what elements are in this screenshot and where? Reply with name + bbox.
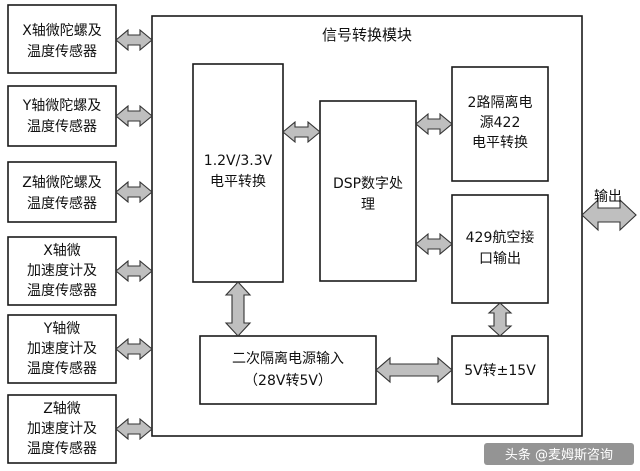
double-arrow-output bbox=[581, 198, 637, 232]
level-convert-line1: 1.2V/3.3V bbox=[204, 153, 273, 169]
double-arrow-x-gyro bbox=[115, 28, 153, 52]
sensor-x-accel-line3: 温度传感器 bbox=[27, 282, 97, 299]
level-convert-box: 1.2V/3.3V 电平转换 bbox=[192, 63, 284, 283]
double-arrow-y-accel bbox=[115, 337, 153, 361]
secondary-psu-box: 二次隔离电源输入 （28V转5V） bbox=[199, 335, 377, 405]
sensor-y-accel-line1: Y轴微 bbox=[43, 321, 81, 337]
sensor-z-gyro-line2: 温度传感器 bbox=[27, 195, 97, 212]
sensor-box-z-accel: Z轴微 加速度计及 温度传感器 bbox=[7, 394, 117, 464]
isolated-422-line3: 电平转换 bbox=[472, 134, 528, 151]
dsp-line2: 理 bbox=[361, 197, 375, 213]
sensor-x-gyro-line1: X轴微陀螺及 bbox=[22, 23, 102, 39]
double-arrow-level-dsp bbox=[282, 120, 321, 144]
secondary-psu-line1: 二次隔离电源输入 bbox=[232, 350, 344, 367]
sensor-y-accel-line3: 温度传感器 bbox=[27, 360, 97, 377]
sensor-z-accel-line2: 加速度计及 bbox=[27, 421, 97, 437]
sensor-box-x-gyro: X轴微陀螺及 温度传感器 bbox=[7, 4, 117, 74]
sensor-z-gyro-line1: Z轴微陀螺及 bbox=[22, 175, 102, 191]
sensor-box-y-accel: Y轴微 加速度计及 温度传感器 bbox=[7, 314, 117, 384]
isolated-422-line1: 2路隔离电 bbox=[468, 94, 533, 111]
watermark: 头条 @麦姆斯咨询 bbox=[484, 443, 634, 465]
arrows bbox=[115, 28, 637, 441]
secondary-psu-line2: （28V转5V） bbox=[244, 373, 332, 389]
sensor-box-x-accel: X轴微 加速度计及 温度传感器 bbox=[7, 236, 117, 306]
sensor-box-y-gyro: Y轴微陀螺及 温度传感器 bbox=[7, 85, 117, 147]
dc-5v-15v-box: 5V转±15V bbox=[451, 335, 549, 405]
isolated-422-box: 2路隔离电 源422 电平转换 bbox=[451, 66, 549, 182]
sensor-box-z-gyro: Z轴微陀螺及 温度传感器 bbox=[7, 161, 117, 223]
dsp-box: DSP数字处 理 bbox=[319, 100, 417, 282]
sensor-x-accel-line2: 加速度计及 bbox=[27, 263, 97, 279]
output-label: 输出 bbox=[594, 189, 622, 205]
double-arrow-dsp-429 bbox=[415, 232, 453, 256]
double-arrow-psu-5v bbox=[375, 356, 453, 384]
module-title: 信号转换模块 bbox=[322, 26, 412, 44]
sensor-x-gyro-line2: 温度传感器 bbox=[27, 43, 97, 60]
double-arrow-z-gyro bbox=[115, 180, 153, 204]
double-arrow-429-5v bbox=[487, 302, 513, 337]
sensor-x-accel-line1: X轴微 bbox=[43, 243, 81, 259]
arinc429-box: 429航空接 口输出 bbox=[451, 194, 549, 304]
double-arrow-z-accel bbox=[115, 417, 153, 441]
sensor-z-accel-line3: 温度传感器 bbox=[27, 440, 97, 457]
isolated-422-line2: 源422 bbox=[480, 115, 521, 131]
watermark-text: 头条 @麦姆斯咨询 bbox=[505, 447, 613, 463]
double-arrow-dsp-422 bbox=[415, 112, 453, 136]
dc-5v-15v-label: 5V转±15V bbox=[464, 363, 536, 379]
arinc429-line1: 429航空接 bbox=[466, 229, 535, 246]
double-arrow-level-psu bbox=[224, 281, 252, 337]
double-arrow-y-gyro bbox=[115, 104, 153, 128]
arinc429-line2: 口输出 bbox=[479, 251, 521, 267]
sensor-y-gyro-line2: 温度传感器 bbox=[27, 118, 97, 135]
level-convert-line2: 电平转换 bbox=[210, 173, 266, 190]
dsp-line1: DSP数字处 bbox=[333, 176, 403, 192]
sensor-y-gyro-line1: Y轴微陀螺及 bbox=[22, 98, 102, 114]
double-arrow-x-accel bbox=[115, 259, 153, 283]
sensor-z-accel-line1: Z轴微 bbox=[43, 401, 81, 417]
sensor-y-accel-line2: 加速度计及 bbox=[27, 341, 97, 357]
